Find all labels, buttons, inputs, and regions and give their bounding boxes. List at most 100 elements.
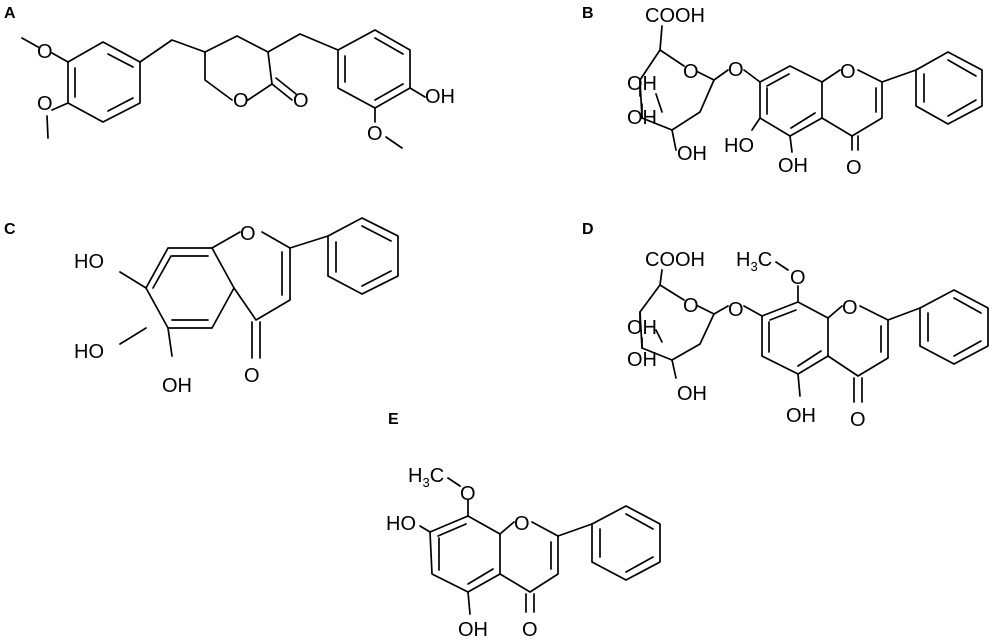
methoxy-bonds-e — [447, 477, 469, 517]
atom-e-h3c: H3C — [408, 465, 444, 490]
flavone-ring-c-c — [211, 231, 291, 321]
phenyl-link-d — [887, 307, 921, 321]
atom-d-oh-sugar-3: OH — [677, 383, 707, 405]
phenyl-ring-e — [591, 505, 661, 581]
atom-c-ho-7: HO — [74, 251, 104, 273]
ring-a-right-double — [344, 37, 404, 101]
flavone-ring-a-d — [761, 301, 829, 375]
atom-d-oh-sugar-1: OH — [627, 317, 657, 339]
flavone-ring-a-c — [145, 247, 235, 329]
atom-a-o-ring: O — [233, 90, 249, 112]
phenyl-double-c — [335, 225, 392, 287]
atom-e-oh-5: OH — [458, 619, 488, 641]
atom-b-o-keto: O — [846, 157, 862, 179]
phenyl-ring-b — [915, 51, 983, 125]
keto-bond-d — [853, 377, 863, 403]
ring-a-right — [337, 29, 411, 109]
phenyl-ring-d — [919, 289, 989, 365]
flavone-ring-a-double-e — [437, 523, 494, 585]
phenyl-link-c — [289, 235, 329, 249]
flavone-ring-c-b — [821, 69, 883, 137]
atom-d-h3c: H3C — [736, 249, 772, 274]
flavone-ring-a-double-d — [768, 309, 822, 367]
phenyl-double-e — [599, 513, 654, 573]
atom-b-oh-sugar-3: OH — [677, 143, 707, 165]
atom-b-o-glycosidic: O — [728, 59, 744, 81]
atom-c-ho-6: HO — [74, 341, 104, 363]
atom-a-o-methoxy-3: O — [367, 123, 383, 145]
atom-c-oh-5: OH — [162, 375, 192, 397]
atom-a-oh: OH — [425, 86, 455, 108]
atom-b-o-sugar: O — [683, 61, 699, 83]
flavone-ring-c-d — [827, 305, 889, 377]
methoxy-bonds-a — [51, 52, 69, 111]
atom-d-o-pyran: O — [842, 297, 858, 319]
atom-d-o-methoxy: O — [790, 267, 806, 289]
phenyl-ring-c — [327, 217, 399, 295]
glycosidic-bonds-d — [713, 305, 763, 317]
ring-oh-bonds-b — [751, 117, 793, 153]
ring-a-left — [67, 41, 141, 123]
ring-a-left-double — [74, 53, 134, 112]
flavone-ring-c-e — [499, 521, 559, 593]
methoxy-bonds-a-right — [374, 107, 403, 149]
linker-a-left — [139, 39, 206, 63]
flavone-ring-a-b — [759, 65, 823, 137]
cooh-bond-b — [659, 25, 663, 51]
flavone-ring-a-e — [429, 515, 501, 593]
atom-d-oh-5: OH — [786, 405, 816, 427]
atom-b-ho-6: HO — [724, 135, 754, 157]
atom-e-o-keto: O — [522, 619, 538, 641]
atom-c-o-pyran: O — [240, 223, 256, 245]
methoxy-bonds-d — [775, 261, 799, 303]
atom-a-o-methoxy-1: O — [37, 41, 53, 63]
panel-label-b: B — [582, 5, 594, 22]
atom-e-o-methoxy: O — [460, 483, 476, 505]
ring-oh-bond-d — [797, 373, 801, 397]
atom-b-oh-5: OH — [778, 155, 808, 177]
atom-d-oh-sugar-2: OH — [627, 349, 657, 371]
atom-c-o-keto: O — [244, 365, 260, 387]
sugar-oh-bonds-b — [639, 79, 677, 151]
panel-label-e: E — [388, 411, 399, 428]
structure-d: D COOH O OH OH OH O H3C O O O OH — [582, 221, 989, 431]
atom-b-o-pyran: O — [840, 61, 856, 83]
linker-a-right — [267, 33, 339, 53]
keto-bond-b — [851, 135, 859, 151]
keto-bond-e — [525, 593, 535, 613]
atom-d-o-glycosidic: O — [728, 299, 744, 321]
atom-a-o-carbonyl: O — [293, 90, 309, 112]
atom-b-cooh: COOH — [645, 5, 705, 27]
phenyl-double-b — [923, 59, 977, 117]
oh-bond-e-7 — [419, 525, 431, 533]
phenyl-link-b — [881, 69, 917, 83]
atom-b-oh-sugar-1: OH — [627, 73, 657, 95]
structure-e: E H3C O HO O O OH — [386, 411, 661, 641]
ring-oh-bond-e — [467, 591, 471, 615]
oh-bond-a — [409, 87, 426, 98]
structure-b: B COOH O OH OH OH O O O HO OH — [582, 5, 983, 179]
panel-label-d: D — [582, 221, 594, 238]
carbonyl-a — [271, 77, 297, 101]
oh-bonds-c — [119, 271, 173, 357]
atom-d-cooh: COOH — [645, 249, 705, 271]
panel-label-a: A — [4, 5, 16, 22]
structure-c: C O O HO HO OH — [4, 217, 399, 397]
atom-e-ho-7: HO — [386, 513, 416, 535]
atom-e-o-pyran: O — [514, 513, 530, 535]
atom-a-o-methoxy-2: O — [37, 93, 53, 115]
atom-b-oh-sugar-2: OH — [627, 107, 657, 129]
cooh-bond-d — [659, 269, 663, 286]
panel-label-c: C — [4, 221, 16, 238]
phenyl-link-e — [557, 523, 593, 537]
structure-a: A O O O O OH O — [4, 5, 455, 149]
atom-d-o-sugar: O — [683, 295, 699, 317]
sugar-oh-bonds-d — [639, 311, 677, 379]
flavone-ring-a-double-c — [152, 255, 209, 321]
atom-d-o-keto: O — [850, 409, 866, 431]
flavone-ring-a-double-b — [766, 73, 816, 129]
phenyl-double-d — [927, 297, 982, 357]
keto-bond-c — [251, 321, 261, 359]
